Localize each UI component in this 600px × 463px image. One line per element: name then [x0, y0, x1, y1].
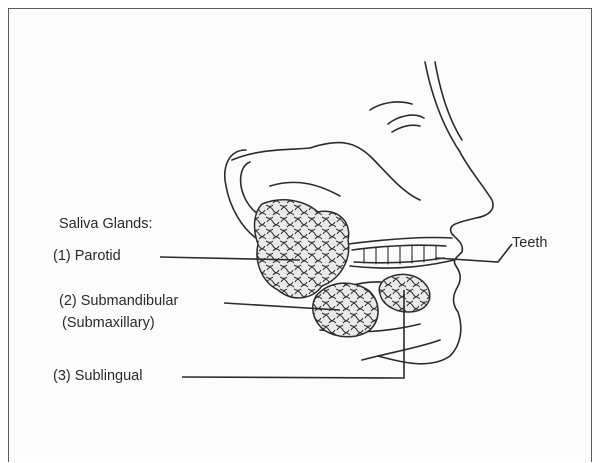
throat-line: [362, 340, 440, 360]
submandibular-label: (2) Submandibular: [59, 293, 178, 310]
parotid-label: (1) Parotid: [53, 248, 121, 265]
parotid-gland-shape: [255, 200, 349, 298]
jaw-line: [270, 182, 340, 196]
teeth-label: Teeth: [512, 235, 547, 252]
brow-line: [370, 102, 412, 110]
eye-line: [388, 115, 424, 124]
face-profile-line: [378, 62, 493, 364]
cheek-line: [310, 143, 420, 200]
submandibular-gland-shape: [313, 283, 378, 337]
teeth-leader-line: [436, 244, 512, 262]
lower-lip-line: [350, 260, 454, 268]
upper-lip-line: [348, 237, 452, 244]
nose-bridge-line: [435, 62, 462, 140]
sublingual-label: (3) Sublingual: [53, 368, 142, 385]
eye-lid-line: [392, 125, 420, 132]
saliva-glands-heading: Saliva Glands:: [59, 216, 153, 233]
teeth-row-top: [352, 245, 446, 250]
teeth-row-bottom: [354, 258, 444, 263]
submaxillary-label: (Submaxillary): [62, 315, 155, 332]
